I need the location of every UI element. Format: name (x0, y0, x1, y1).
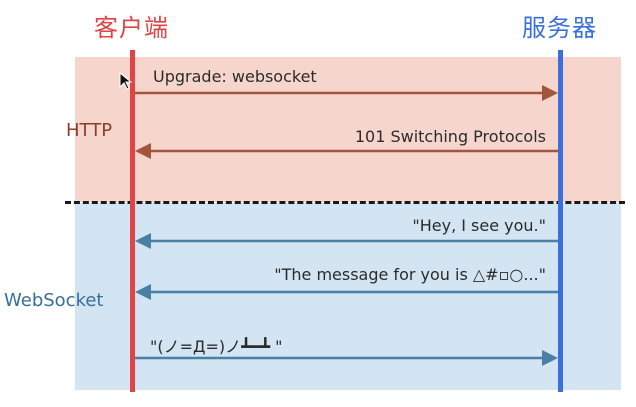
client-lifeline (130, 50, 135, 392)
client-header: 客户端 (94, 14, 169, 42)
server-lifeline (558, 50, 563, 392)
message-label-the-message: "The message for you is △#▫○..." (274, 265, 546, 284)
http-section-band (75, 57, 621, 202)
section-divider (65, 201, 625, 204)
message-label-hey: "Hey, I see you." (412, 216, 546, 235)
arrow-head-hey (135, 233, 151, 249)
server-header: 服务器 (522, 14, 597, 42)
websocket-section-label: WebSocket (4, 290, 104, 311)
message-label-upgrade: Upgrade: websocket (153, 67, 317, 86)
arrow-head-table-flip (542, 350, 558, 366)
message-label-table-flip: "(ノ=Д=)ノ┻━┻ " (150, 337, 283, 356)
arrow-head-the-message (135, 284, 151, 300)
arrow-head-switching-protocols (135, 143, 151, 159)
message-label-switching-protocols: 101 Switching Protocols (354, 127, 546, 146)
http-section-label: HTTP (66, 120, 113, 141)
arrow-head-upgrade (542, 85, 558, 101)
mouse-cursor-icon (119, 72, 133, 90)
